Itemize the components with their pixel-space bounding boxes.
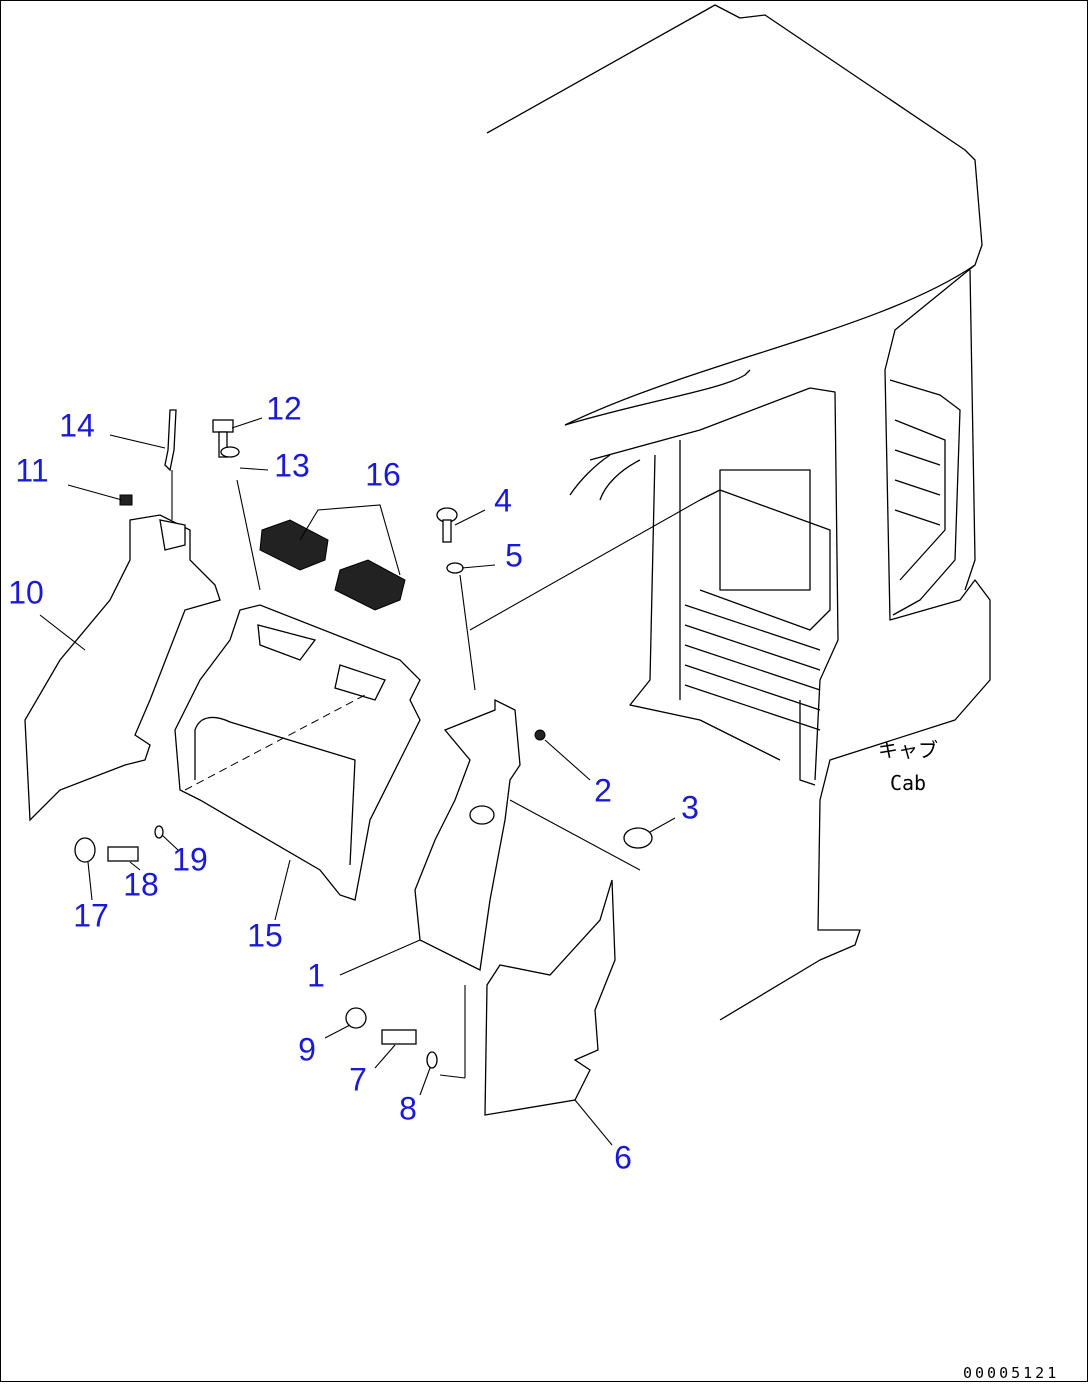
part-10-left-trim [24,514,221,822]
callout-2: 2 [594,772,612,808]
callout-13: 13 [274,447,310,483]
part-6-lower-panel [484,879,616,1116]
callout-11: 11 [15,452,48,488]
callout-4: 4 [494,482,512,518]
callout-7: 7 [349,1061,367,1097]
part-14-rod [164,409,177,472]
callout-3: 3 [681,789,699,825]
part-3-cap [623,827,653,849]
cab-body [486,4,991,1021]
cab-side-window [889,269,976,616]
callout-12: 12 [266,390,302,426]
callout-6: 6 [614,1139,632,1175]
drawing-code: 00005121 [963,1364,1059,1382]
cab-label-jp: キャブ [878,738,938,762]
part-1-duct [414,698,521,971]
part-5-washer [446,562,464,574]
callout-14: 14 [59,407,95,443]
callout-8: 8 [399,1090,417,1126]
part-17-cap [74,837,96,863]
part-9-grommet [345,1007,367,1029]
callout-17: 17 [73,897,109,933]
part-2-clip [534,729,546,741]
callout-16: 16 [365,456,401,492]
callout-18: 18 [123,866,159,902]
leader-lines [39,417,701,1146]
part-7-bolt [381,1029,417,1045]
part-15-center-panel [174,604,421,901]
part-16-vents [259,519,406,611]
part-12-bolt [212,419,234,433]
callout-1: 1 [307,957,325,993]
hardware [74,409,653,1069]
part-19-washer [154,825,164,839]
callout-9: 9 [298,1031,316,1067]
callout-5: 5 [505,537,523,573]
callout-15: 15 [247,917,283,953]
callout-19: 19 [172,841,208,877]
callout-10: 10 [8,574,44,610]
part-8-washer [426,1051,438,1069]
callouts: 1 2 3 4 5 6 7 8 9 10 11 12 13 14 15 16 1… [8,390,699,1175]
cab-rear-louvers [684,604,821,786]
part-18-bolt [107,846,139,862]
cab-label-en: Cab [890,771,926,795]
part-13-washer [220,446,240,458]
